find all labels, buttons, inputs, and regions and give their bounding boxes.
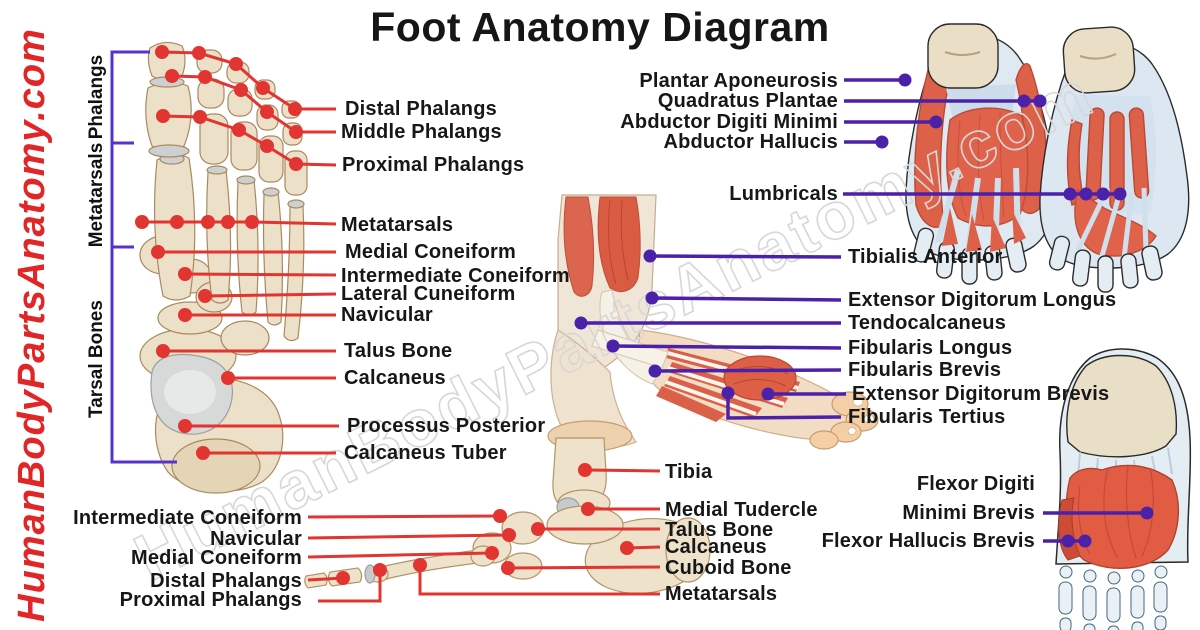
- label-fibularis-tertius: Fibularis Tertius: [848, 406, 1006, 428]
- lateral-ankle-muscles-illustration: [547, 194, 879, 452]
- medial-skeleton-leader-dots: [336, 463, 634, 585]
- label-tendocalcaneus: Tendocalcaneus: [848, 312, 1007, 334]
- label-lateral-cuneiform: Lateral Cuneiform: [341, 283, 516, 305]
- label-quadratus-plantae: Quadratus Plantae: [657, 90, 838, 112]
- label-abductor-hallucis: Abductor Hallucis: [663, 131, 838, 153]
- label-minimi-brevis: Minimi Brevis: [902, 502, 1035, 524]
- label-intermediate-coneiform: Intermediate Coneiform: [341, 265, 570, 287]
- label-middle-phalangs: Middle Phalangs: [341, 121, 502, 143]
- label-intermediate-coneiform-medial: Intermediate Coneiform: [73, 507, 302, 529]
- label-proximal-phalangs-medial: Proximal Phalangs: [119, 589, 302, 611]
- label-extensor-digitorum-brevis: Extensor Digitorum Brevis: [852, 383, 1110, 405]
- label-talus-bone-medial: Talus Bone: [665, 519, 774, 541]
- label-processus-posterior: Processus Posterior: [347, 415, 546, 437]
- label-cuboid-bone: Cuboid Bone: [665, 557, 792, 579]
- label-tibialis-anterior: Tibialis Anterior: [848, 246, 1003, 268]
- muscle-leader-dots: [574, 73, 1154, 548]
- medial-foot-skeleton-illustration: [304, 437, 711, 595]
- label-talus-bone: Talus Bone: [344, 340, 453, 362]
- label-extensor-digitorum-longus: Extensor Digitorum Longus: [848, 289, 1117, 311]
- label-metatarsals-medial: Metatarsals: [665, 583, 778, 605]
- label-calcaneus: Calcaneus: [344, 367, 446, 389]
- label-plantar-aponeurosis: Plantar Aponeurosis: [639, 70, 838, 92]
- plantar-superficial-foot-illustration: [905, 23, 1056, 285]
- label-navicular: Navicular: [341, 304, 433, 326]
- bracket-label-tarsal-bones: Tarsal Bones: [86, 300, 107, 418]
- label-distal-phalangs: Distal Phalangs: [345, 98, 497, 120]
- label-tibia: Tibia: [665, 461, 713, 483]
- label-fibularis-longus: Fibularis Longus: [848, 337, 1013, 359]
- dorsal-foot-skeleton-illustration: [139, 41, 308, 494]
- label-lumbricals: Lumbricals: [729, 183, 838, 205]
- label-distal-phalangs-medial: Distal Phalangs: [150, 570, 302, 592]
- label-flexor-digiti: Flexor Digiti: [916, 473, 1035, 495]
- label-medial-coneiform-medial: Medial Coneiform: [131, 547, 302, 569]
- label-navicular-medial: Navicular: [210, 528, 302, 550]
- muscle-leader-lines: [581, 78, 1147, 543]
- label-flexor-hallucis-brevis: Flexor Hallucis Brevis: [821, 530, 1035, 552]
- dorsal-skeleton-leader-dots: [135, 45, 303, 460]
- label-medial-tudercle: Medial Tudercle: [665, 499, 818, 521]
- page-title: Foot Anatomy Diagram: [370, 4, 830, 50]
- left-vertical-watermark: HumanBodyPartsAnatomy.com: [11, 28, 53, 622]
- label-proximal-phalangs: Proximal Phalangs: [342, 154, 525, 176]
- label-abductor-digiti-minimi: Abductor Digiti Minimi: [620, 111, 838, 133]
- plantar-flexors-foot-illustration: [1055, 348, 1192, 630]
- label-calcaneus-tuber: Calcaneus Tuber: [344, 442, 507, 464]
- label-fibularis-brevis: Fibularis Brevis: [848, 359, 1002, 381]
- label-medial-coneiform: Medial Coneiform: [345, 241, 516, 263]
- label-calcaneus-medial: Calcaneus: [665, 536, 767, 558]
- bone-group-bracket: [110, 50, 177, 464]
- plantar-deep-foot-illustration: [1039, 26, 1190, 293]
- label-metatarsals: Metatarsals: [341, 214, 454, 236]
